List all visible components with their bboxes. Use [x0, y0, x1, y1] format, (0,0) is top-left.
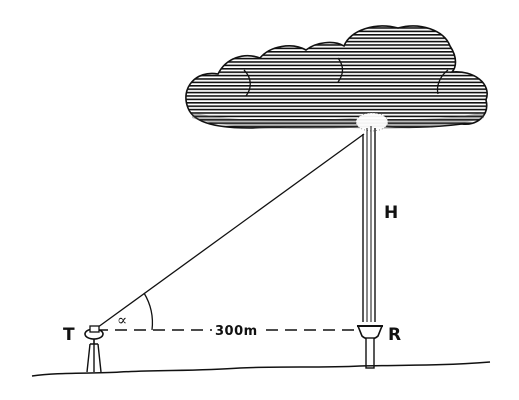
cloud — [185, 25, 488, 132]
sight-line — [93, 133, 365, 331]
angle-arc — [143, 292, 154, 331]
angle-label: ∝ — [117, 311, 127, 329]
searchlight — [356, 325, 384, 369]
theodolite — [84, 325, 104, 373]
ground-line — [31, 361, 491, 377]
height-label: H — [384, 203, 398, 223]
distance-label: 300m — [215, 324, 258, 339]
light-beam — [362, 126, 376, 322]
receiver-label: R — [388, 325, 401, 345]
tripod — [86, 343, 102, 373]
cloud-body — [185, 25, 488, 129]
searchlight-post — [365, 337, 375, 369]
observer-label: T — [63, 325, 75, 345]
beam-spot — [356, 113, 388, 131]
